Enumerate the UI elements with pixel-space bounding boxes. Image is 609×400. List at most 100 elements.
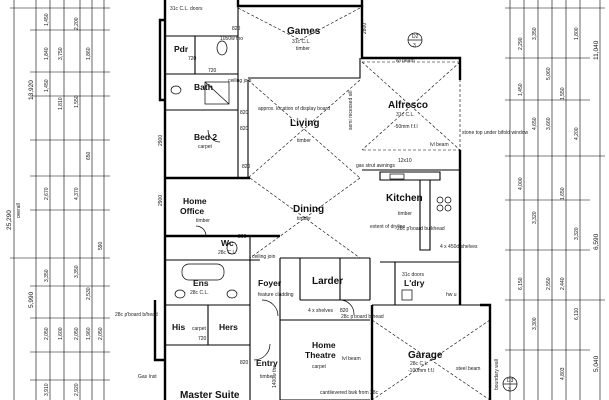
section-marker-top-2: D3: [507, 378, 514, 384]
rchain-dim-7: 3,320: [532, 211, 538, 224]
rchain2-dim-8: 6,110: [574, 308, 580, 320]
room-dining: Dining: [293, 204, 324, 215]
major-dim-left-top: 13,920: [28, 80, 35, 100]
note-p-board-head-2: 28c p'board b/head: [341, 314, 384, 320]
annotations: 31c C.L. timber 31c C.L. doors carpet 31…: [115, 6, 529, 396]
toilet-icon: [216, 40, 228, 56]
major-dim-right-mid: 6,590: [593, 233, 600, 250]
ceiling-hip-lines: [237, 7, 491, 400]
overall-dim-left-label: overall: [16, 203, 22, 218]
chain2-dim-10: 2,050: [98, 327, 104, 340]
room-dim-8: 2900: [158, 195, 164, 206]
room-bed2: Bed 2: [194, 132, 217, 142]
room-dim-10: 12x10: [398, 158, 412, 164]
note-his-finish: carpet: [192, 326, 207, 332]
note-ceiling-join-2: ceiling join: [252, 254, 276, 260]
door-swing-icon: [195, 225, 207, 237]
door-swing-icon: [339, 299, 355, 315]
rchain-dim-8: 2,550: [546, 277, 552, 290]
note-lvl-beam: lvl beam: [396, 58, 415, 64]
note-living-finish: timber: [297, 138, 311, 144]
room-dim-4: 820: [232, 26, 241, 32]
room-theatre-line2: Theatre: [305, 350, 336, 360]
fixtures: [170, 32, 518, 392]
room-dim-11: 820: [340, 308, 349, 314]
major-dim-right-top: 11,040: [593, 40, 600, 60]
rchain2-dim-4: 4,000: [518, 177, 524, 190]
room-his: His: [172, 322, 186, 332]
room-dim-12: 200: [238, 234, 247, 240]
room-bath: Bath: [194, 82, 213, 92]
chain-dim-1: 1,450: [44, 13, 50, 26]
major-dim-right-bottom: 5,040: [593, 355, 600, 372]
chain2-dim-9: 1,960: [86, 327, 92, 340]
note-theatre-finish: carpet: [312, 364, 327, 370]
rchain-dim-1: 2,290: [518, 37, 524, 50]
note-display-board: approx. location of display board: [258, 106, 330, 112]
chain2-dim-2: 1,860: [86, 47, 92, 60]
chain-dim-7: 2,670: [44, 187, 50, 200]
note-p-board-head: 28c p'board b/head: [115, 312, 158, 318]
room-alfresco: Alfresco: [388, 100, 428, 111]
note-steel-beam: steel beam: [456, 366, 480, 372]
chain-dim-10: 1,600: [58, 327, 64, 340]
cooktop-burner-icon: [436, 204, 444, 212]
chain2-dim-3: 650: [86, 151, 92, 160]
note-ceiling-join-1: ceiling join: [228, 78, 252, 84]
room-foyer: Foyer: [258, 278, 282, 288]
rchain2-dim-2: 5,060: [546, 67, 552, 80]
note-alfresco-ffl: -50mm f.f.l: [394, 124, 418, 130]
rchain2-dim-6: 3,320: [574, 227, 580, 240]
right-dimension-strings: 11,040 6,590 5,040 2,290 3,350 1,450 4,6…: [505, 0, 605, 400]
note-door-1050: 1050w tho: [220, 36, 243, 42]
rchain2-dim-9: 4,803: [560, 367, 566, 380]
rchain-dim-4: 4,650: [532, 117, 538, 130]
chain-dim-6: 1,550: [74, 95, 80, 108]
room-dim-2: 820: [240, 110, 249, 116]
bathtub-icon: [181, 263, 225, 281]
room-living: Living: [290, 118, 319, 129]
room-dim-3: 720: [188, 56, 197, 62]
chain-dim-11: 3,910: [44, 383, 50, 396]
rchain-dim-5: 3,660: [546, 117, 552, 130]
cooktop-burner-icon: [444, 204, 452, 212]
note-ens-ceiling: 28c C.L.: [190, 290, 209, 296]
note-bed2-finish: carpet: [198, 144, 213, 150]
cooktop-burner-icon: [436, 196, 444, 204]
left-dimension-strings: 25,290 overall 13,920 5,990 1,450 1,840 …: [6, 0, 110, 400]
note-lvl-beam-3: lvl beam: [342, 356, 361, 362]
note-stone-top: stone top under bifold window: [462, 130, 529, 136]
room-ens: Ens: [193, 278, 209, 288]
chain2-dim-5: 4,370: [74, 187, 80, 200]
toilet-icon: [226, 241, 238, 255]
room-kitchen: Kitchen: [386, 193, 423, 204]
rchain-dim-9: 2,440: [560, 277, 566, 290]
note-alfresco-ceiling: 31c C.L.: [396, 112, 415, 118]
note-doors-31c: 31c C.L. doors: [170, 6, 203, 12]
room-home-office-line2: Office: [180, 206, 204, 216]
note-1400w: 1400w tho: [272, 365, 278, 388]
rchain-dim-3: 1,450: [518, 83, 524, 96]
basin-icon: [174, 289, 186, 299]
note-games-finish: timber: [296, 46, 310, 52]
laundry-trough-icon: [401, 289, 413, 301]
shower-icon: [204, 81, 230, 105]
room-entry: Entry: [256, 358, 278, 368]
room-dim-5: 720: [208, 68, 217, 74]
chain2-dim-11: 2,920: [74, 383, 80, 396]
note-ldry-doors: 31c doors: [402, 272, 424, 278]
note-feature-cladding: feature cladding: [258, 292, 294, 298]
rchain2-dim-7: 6,150: [518, 277, 524, 290]
room-master-suite: Master Suite: [180, 390, 240, 400]
note-dining-finish: timber: [297, 216, 311, 222]
room-games: Games: [287, 26, 321, 37]
basin-icon: [170, 85, 182, 95]
chain2-dim-7: 2,050: [74, 327, 80, 340]
room-wc: Wc: [221, 238, 234, 248]
note-entry-finish: timber: [260, 374, 274, 380]
chain-dim-5: 1,810: [58, 97, 64, 110]
room-theatre-line1: Home: [312, 340, 336, 350]
room-dim-13: 720: [198, 336, 207, 342]
room-dim-7: 2900: [158, 135, 164, 146]
room-home-office-line1: Home: [183, 196, 207, 206]
